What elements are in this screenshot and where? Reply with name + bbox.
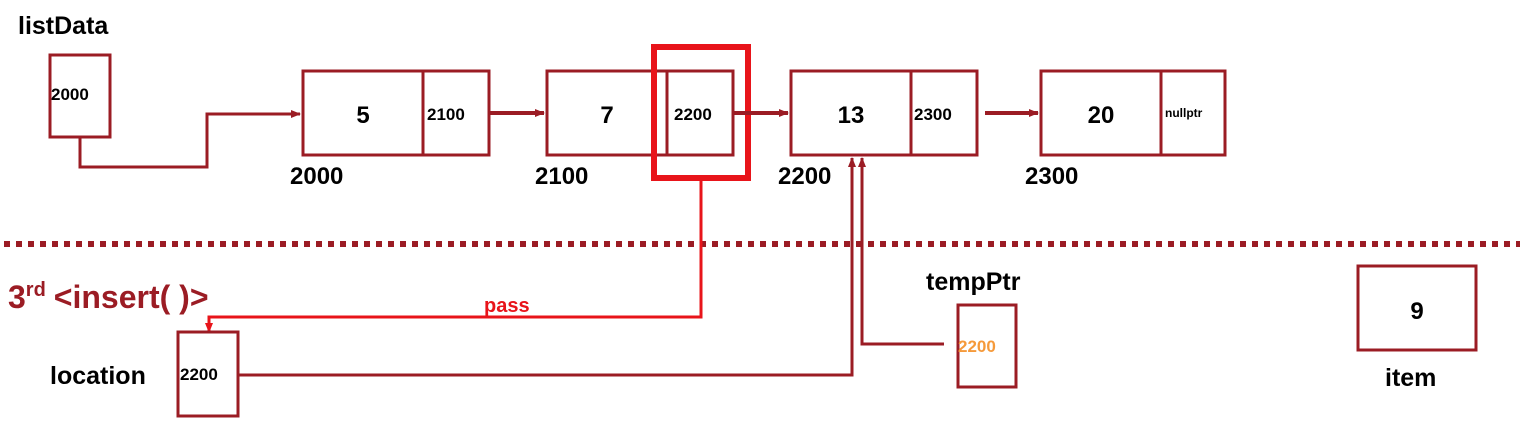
location-value: 2200 [180,365,218,384]
pass-arrow [205,178,703,333]
listdata-arrow [78,110,301,169]
tempptr-arrow [858,157,944,346]
node-next: 2100 [427,105,465,124]
node-next-cell [421,69,491,157]
node-next: 2300 [914,105,952,124]
node-next: 2200 [674,105,712,124]
step-title: 3rd<insert( )> [8,279,209,315]
location-arrow [238,157,856,377]
location-label: location [50,362,146,390]
node-next: nullptr [1165,106,1203,120]
listdata-value: 2000 [51,85,89,104]
node-info: 20 [1088,102,1115,129]
node-2100: 7 2200 2100 [535,69,735,190]
node-2300: 20 nullptr 2300 [1025,69,1227,190]
node-info: 7 [600,102,613,129]
item-value: 9 [1410,298,1423,325]
tempptr-box [956,303,1018,389]
node-info-cell [1039,69,1163,157]
node-address: 2200 [778,163,831,190]
node-next-cell [909,69,979,157]
node-info-cell [301,69,425,157]
node-info: 5 [356,102,369,129]
tempptr-value: 2200 [958,337,996,356]
node-next-cell [1159,69,1227,157]
node-address: 2100 [535,163,588,190]
node-address: 2000 [290,163,343,190]
node-2000: 5 2100 2000 [290,69,491,190]
node-2200: 13 2300 2200 [778,69,979,190]
node-address: 2300 [1025,163,1078,190]
item-label: item [1385,364,1436,392]
listdata-label: listData [18,12,109,40]
node-info: 13 [838,102,865,129]
location-box [176,330,240,418]
tempptr-label: tempPtr [926,268,1021,296]
item-box [1356,264,1478,352]
node-info-cell [789,69,913,157]
pass-label: pass [484,295,530,317]
